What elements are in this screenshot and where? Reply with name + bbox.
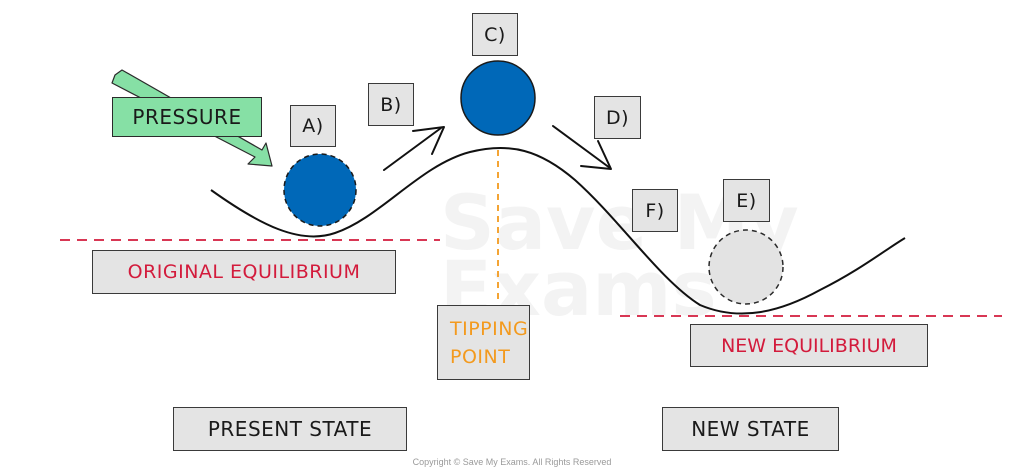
ball-c	[460, 60, 536, 136]
present-state-text: PRESENT STATE	[207, 417, 373, 441]
pressure-label: PRESSURE	[112, 97, 262, 137]
ball-e	[708, 229, 784, 305]
tipping-point-label: TIPPING POINT	[437, 305, 530, 380]
copyright-notice: Copyright © Save My Exams. All Rights Re…	[412, 457, 612, 467]
arrow-d	[552, 125, 612, 170]
tipping-point-text-2: POINT	[450, 345, 511, 368]
original-equilibrium-label: ORIGINAL EQUILIBRIUM	[92, 250, 396, 294]
label-d: D)	[594, 96, 641, 139]
present-state-label: PRESENT STATE	[173, 407, 407, 451]
new-equilibrium-text: NEW EQUILIBRIUM	[721, 334, 897, 357]
label-e: E)	[723, 179, 770, 222]
label-a-text: A)	[302, 115, 324, 137]
label-c: C)	[472, 13, 518, 56]
ball-a	[283, 153, 357, 227]
new-equilibrium-label: NEW EQUILIBRIUM	[690, 324, 928, 367]
original-equilibrium-text: ORIGINAL EQUILIBRIUM	[127, 261, 361, 283]
new-state-label: NEW STATE	[662, 407, 839, 451]
label-f: F)	[632, 189, 678, 232]
label-a: A)	[290, 105, 336, 147]
label-c-text: C)	[484, 23, 506, 46]
label-b: B)	[368, 83, 414, 126]
label-d-text: D)	[605, 106, 630, 129]
arrow-b	[383, 126, 445, 171]
tipping-point-text-1: TIPPING	[450, 317, 529, 340]
label-f-text: F)	[645, 199, 665, 222]
pressure-text: PRESSURE	[132, 105, 242, 129]
label-e-text: E)	[736, 189, 757, 212]
label-b-text: B)	[380, 93, 402, 116]
landscape-curve	[210, 146, 906, 315]
new-state-text: NEW STATE	[691, 417, 810, 441]
